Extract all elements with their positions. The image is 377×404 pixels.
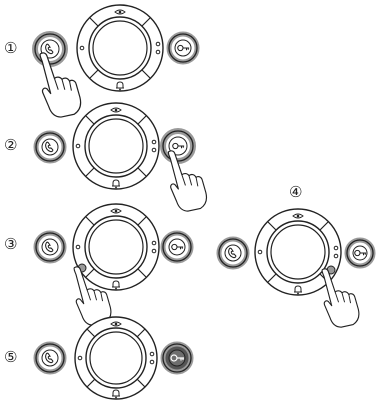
step-5: ⑤ — [4, 317, 191, 399]
left-button[interactable] — [36, 133, 64, 161]
step-number: ① — [4, 39, 17, 57]
left-button[interactable] — [36, 344, 64, 372]
control-ring — [75, 317, 157, 399]
right-button[interactable] — [163, 131, 193, 161]
step-number: ③ — [4, 235, 17, 253]
right-button[interactable] — [169, 34, 197, 62]
control-ring — [77, 5, 163, 91]
left-button[interactable] — [36, 233, 64, 261]
right-button[interactable] — [163, 233, 191, 261]
right-button[interactable] — [347, 240, 373, 266]
left-button[interactable] — [35, 34, 65, 64]
pointing-hand-icon — [322, 269, 359, 327]
step-number: ② — [4, 136, 17, 154]
step-number: ④ — [289, 183, 302, 201]
step-2: ② — [4, 103, 206, 211]
control-ring — [73, 103, 159, 189]
control-ring — [73, 204, 159, 290]
step-number: ⑤ — [4, 348, 17, 366]
right-button-lit[interactable] — [163, 344, 191, 372]
step-3: ③ — [4, 204, 191, 325]
left-button[interactable] — [219, 239, 247, 267]
step-4: ④ — [219, 183, 373, 327]
step-1: ① — [4, 5, 197, 117]
